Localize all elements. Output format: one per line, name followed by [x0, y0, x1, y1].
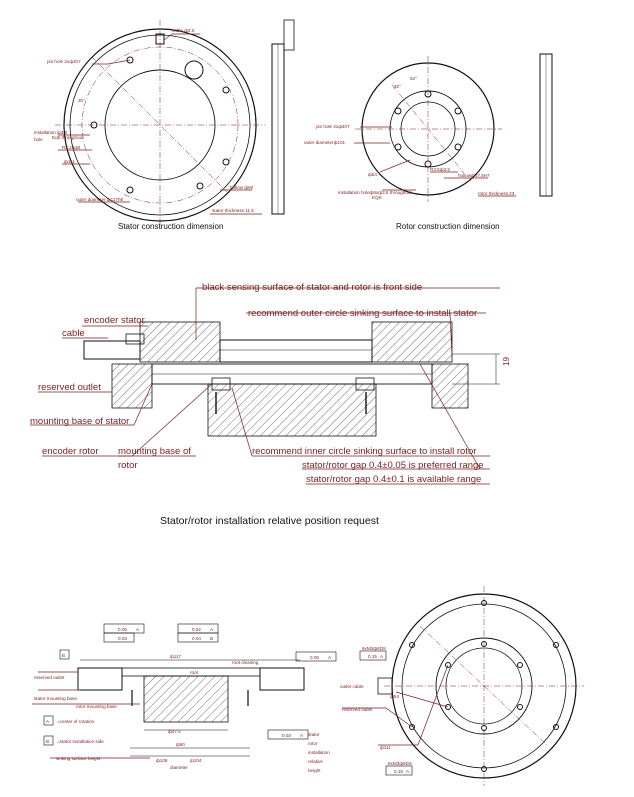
- encoder-rotor-label: encoder rotor: [42, 446, 99, 457]
- mounting-rotor-label: mounting base of: [118, 446, 191, 457]
- stator-hollow-label: hollow ф60: [230, 185, 254, 190]
- gap-preferred-label: stator/rotor gap 0.4±0.05 is preferred r…: [302, 460, 484, 471]
- stator-caption: Stator construction dimension: [118, 222, 223, 231]
- pos1-ref: A: [380, 654, 384, 659]
- tol6-ref: A: [300, 733, 304, 738]
- cable-label: cable: [62, 328, 85, 339]
- bottom-circular-view: [342, 586, 584, 786]
- datum-a: A: [46, 719, 50, 724]
- stator-r325-label: R3.25ф4: [62, 145, 81, 150]
- rotor-base: rotor mounting base: [76, 704, 117, 709]
- stator-d111-label: ф111: [64, 159, 75, 164]
- stator-cable-label: cable ф4.5: [172, 28, 195, 33]
- stator-outer-label: outer diameter ф117h6: [76, 197, 124, 202]
- rotor-thickness-label: rotor thickness 23: [478, 191, 515, 196]
- pos1-tol: 0.15: [368, 654, 377, 659]
- gap-available-label: stator/rotor gap 0.4±0.1 is available ra…: [306, 474, 481, 485]
- br-d54: ф54: [390, 694, 399, 699]
- datum-b2-note: =stator installation side: [57, 739, 104, 744]
- outer-sink-label: recommend outer circle sinking surface t…: [248, 308, 477, 319]
- rotor-angle40-label: 40°: [394, 84, 401, 89]
- tol5-value: 0.05: [310, 655, 319, 660]
- dim-60: ф60: [176, 742, 185, 747]
- diameter-label: diameter: [170, 765, 188, 770]
- rotor-pin-hole-label: pin hole 2xф4h7: [316, 124, 350, 129]
- rotor-install-label: installation holeф6xф3.5 throughout: [338, 190, 412, 195]
- root-label: root: [190, 670, 199, 675]
- stator-pin-hole-label: pin hole 2xф2h7: [47, 59, 81, 64]
- dim-19-label: 19: [502, 357, 511, 366]
- rotor-d54-label: ф54: [368, 172, 377, 177]
- stator-install-hole-label2: hole: [34, 137, 43, 142]
- tol2-value: 0.03: [118, 636, 127, 641]
- rotor-outer-label: outer diameterф101: [304, 140, 346, 145]
- install-height-5: height: [308, 768, 321, 773]
- datum-b-top: B: [62, 653, 65, 658]
- rotor-eq-label: EQS: [372, 195, 382, 200]
- stator-base: stator mounting base: [34, 696, 77, 701]
- tol1-value: 0.05: [118, 627, 127, 632]
- install-height-1: stator: [308, 732, 320, 737]
- rotor-caption: Rotor construction dimension: [396, 222, 500, 231]
- dim-106: ф106: [156, 758, 168, 763]
- root-cleaning: root cleaning: [232, 660, 259, 665]
- stator-thickness-label: stator thickness 11.5: [212, 208, 254, 213]
- encoder-stator-label: encoder stator: [84, 315, 145, 326]
- br-reserved-outlet: reserved outlet: [342, 707, 373, 712]
- pos2-label: 6xM3ф6DS: [388, 761, 412, 766]
- reserved-outlet-label: reserved outlet: [38, 382, 101, 393]
- rotor-r3-label: R3.5ф3.5: [430, 167, 450, 172]
- datum-a-note: =center of rotation: [57, 719, 95, 724]
- install-height-4: relative: [308, 759, 323, 764]
- bl-reserved-outlet: reserved outlet: [34, 675, 65, 680]
- dim-117: ф117: [170, 654, 182, 659]
- rotor-hollow-label: hollowф47.5H7: [458, 173, 490, 178]
- rotor-drawing: [354, 53, 553, 202]
- rotor-angle52-label: 52°: [410, 76, 417, 81]
- sink-height: sinking surface height: [56, 756, 101, 761]
- middle-caption: Stator/rotor installation relative posit…: [160, 515, 379, 527]
- assembly-section: [30, 287, 500, 485]
- stator-angle-label: 30°: [78, 98, 85, 103]
- pos1-label: 6xM3ф6DS: [362, 646, 386, 651]
- tol6-value: 0.03: [282, 733, 291, 738]
- dim-475: ф47.5: [168, 729, 181, 734]
- mounting-rotor-label-2: rotor: [118, 460, 138, 471]
- tol5-ref: A: [328, 655, 332, 660]
- tol1-ref: A: [136, 627, 140, 632]
- black-surface-label: black sensing surface of stator and roto…: [202, 282, 422, 293]
- inner-sink-label: recommend inner circle sinking surface t…: [252, 446, 476, 457]
- datum-b2: B: [46, 739, 49, 744]
- br-d111: ф111: [380, 745, 391, 750]
- tolerance-section: [32, 623, 337, 759]
- install-height-3: installation: [308, 750, 330, 755]
- stator-drawing: [55, 19, 295, 228]
- install-height-2: rotor: [308, 741, 318, 746]
- dim-104: ф104: [190, 758, 202, 763]
- stator-install-hole-label3: Eq5 throughout: [52, 135, 84, 140]
- tol4-value: 0.04: [192, 636, 201, 641]
- tol4-ref: B: [210, 636, 213, 641]
- pos2-tol: 0.15: [394, 769, 403, 774]
- tol3-value: 0.02: [192, 627, 201, 632]
- tol3-ref: A: [210, 627, 214, 632]
- pos2-ref: A: [406, 769, 410, 774]
- stator-install-hole-label: installation ф3.5: [34, 130, 68, 135]
- mounting-stator-label: mounting base of stator: [30, 416, 129, 427]
- outlet-cable: outlet cable: [340, 684, 364, 689]
